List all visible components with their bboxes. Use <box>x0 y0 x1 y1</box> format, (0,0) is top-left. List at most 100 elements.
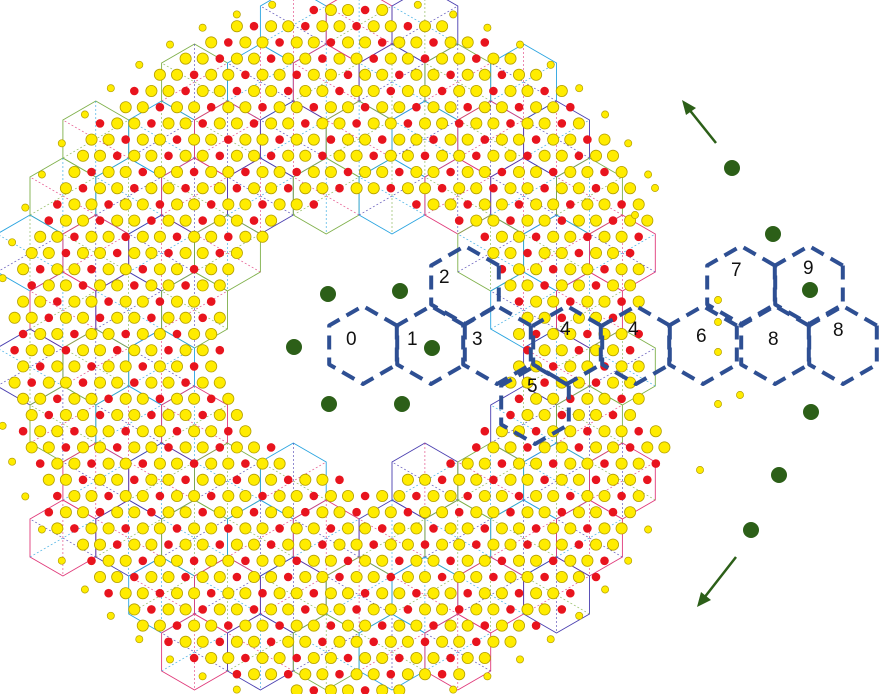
yellow-atom <box>513 68 526 81</box>
red-atom <box>78 475 88 485</box>
yellow-atom <box>282 149 295 162</box>
yellow-atom <box>205 68 218 81</box>
red-atom <box>454 605 464 614</box>
red-atom <box>283 475 293 485</box>
yellow-atom <box>170 587 183 600</box>
edge-atom <box>106 611 115 620</box>
red-atom <box>497 556 507 566</box>
red-atom <box>224 621 233 630</box>
edge-atom <box>601 110 610 119</box>
yellow-atom <box>427 587 440 600</box>
green-dot <box>724 160 740 176</box>
red-atom <box>326 38 336 47</box>
yellow-atom <box>624 279 637 292</box>
green-dot <box>424 340 440 356</box>
yellow-atom <box>316 20 329 33</box>
yellow-atom <box>205 522 218 535</box>
yellow-atom <box>299 571 312 584</box>
lattice-line <box>523 233 590 273</box>
yellow-atom <box>453 182 466 195</box>
lattice-line <box>161 176 228 216</box>
yellow-atom <box>530 554 543 567</box>
yellow-atom <box>547 327 560 340</box>
yellow-atom <box>487 603 500 616</box>
yellow-atom <box>572 408 585 421</box>
yellow-atom <box>230 214 243 227</box>
lattice-line <box>29 176 96 216</box>
yellow-atom <box>162 85 175 98</box>
yellow-atom <box>590 506 603 519</box>
yellow-atom <box>598 522 611 535</box>
yellow-atom <box>393 587 406 600</box>
yellow-atom <box>410 554 423 567</box>
yellow-atom <box>170 554 183 567</box>
yellow-atom <box>607 538 620 551</box>
yellow-atom <box>513 327 526 340</box>
yellow-atom <box>247 149 260 162</box>
yellow-atom <box>530 101 543 114</box>
yellow-atom <box>299 635 312 648</box>
yellow-atom <box>538 441 551 454</box>
red-atom <box>386 183 396 193</box>
edge-atom <box>198 672 207 681</box>
yellow-atom <box>179 311 192 324</box>
green-dot <box>802 282 818 298</box>
yellow-atom <box>316 182 329 195</box>
red-atom <box>138 556 148 566</box>
yellow-atom <box>564 165 577 178</box>
yellow-atom <box>598 230 611 243</box>
yellow-atom <box>427 198 440 211</box>
yellow-atom <box>547 230 560 243</box>
red-atom <box>147 410 156 420</box>
lattice-line <box>556 176 623 216</box>
yellow-atom <box>179 603 192 616</box>
yellow-atom <box>504 441 517 454</box>
yellow-atom <box>427 554 440 567</box>
yellow-atom <box>470 85 483 98</box>
yellow-atom <box>153 360 166 373</box>
yellow-atom <box>145 279 158 292</box>
yellow-atom <box>401 85 414 98</box>
yellow-atom <box>196 376 209 389</box>
yellow-atom <box>572 117 585 130</box>
red-atom <box>309 491 319 501</box>
yellow-atom <box>530 295 543 308</box>
lattice-atoms <box>0 0 744 694</box>
red-atom <box>232 669 242 679</box>
edge-atom <box>80 585 89 594</box>
edge-atom <box>166 40 174 49</box>
red-atom <box>27 378 36 387</box>
dashed-hexagons <box>327 244 879 446</box>
red-atom <box>292 70 302 80</box>
red-atom <box>155 588 165 598</box>
yellow-atom <box>111 571 124 584</box>
red-atom <box>369 637 379 647</box>
yellow-atom <box>470 603 483 616</box>
yellow-atom <box>590 441 603 454</box>
yellow-atom <box>615 425 628 438</box>
dashed-hexagon <box>461 304 533 386</box>
red-atom <box>420 54 430 63</box>
yellow-atom <box>179 344 192 357</box>
red-atom <box>121 135 130 144</box>
yellow-atom <box>205 652 218 665</box>
red-atom <box>215 443 225 452</box>
red-atom <box>181 378 190 387</box>
yellow-atom <box>350 538 363 551</box>
lattice-line <box>358 176 426 216</box>
red-atom <box>189 70 199 80</box>
red-atom <box>241 70 250 80</box>
yellow-atom <box>196 182 209 195</box>
red-atom <box>540 475 549 485</box>
yellow-atom <box>307 165 320 178</box>
yellow-atom <box>179 214 192 227</box>
dashed-hexagon <box>429 244 501 326</box>
red-atom <box>318 540 327 549</box>
yellow-atom <box>17 263 30 276</box>
red-atom <box>335 183 344 193</box>
yellow-atom <box>632 198 645 211</box>
yellow-atom <box>495 230 508 243</box>
red-atom <box>617 200 626 209</box>
yellow-atom <box>119 165 132 178</box>
yellow-atom <box>564 522 577 535</box>
